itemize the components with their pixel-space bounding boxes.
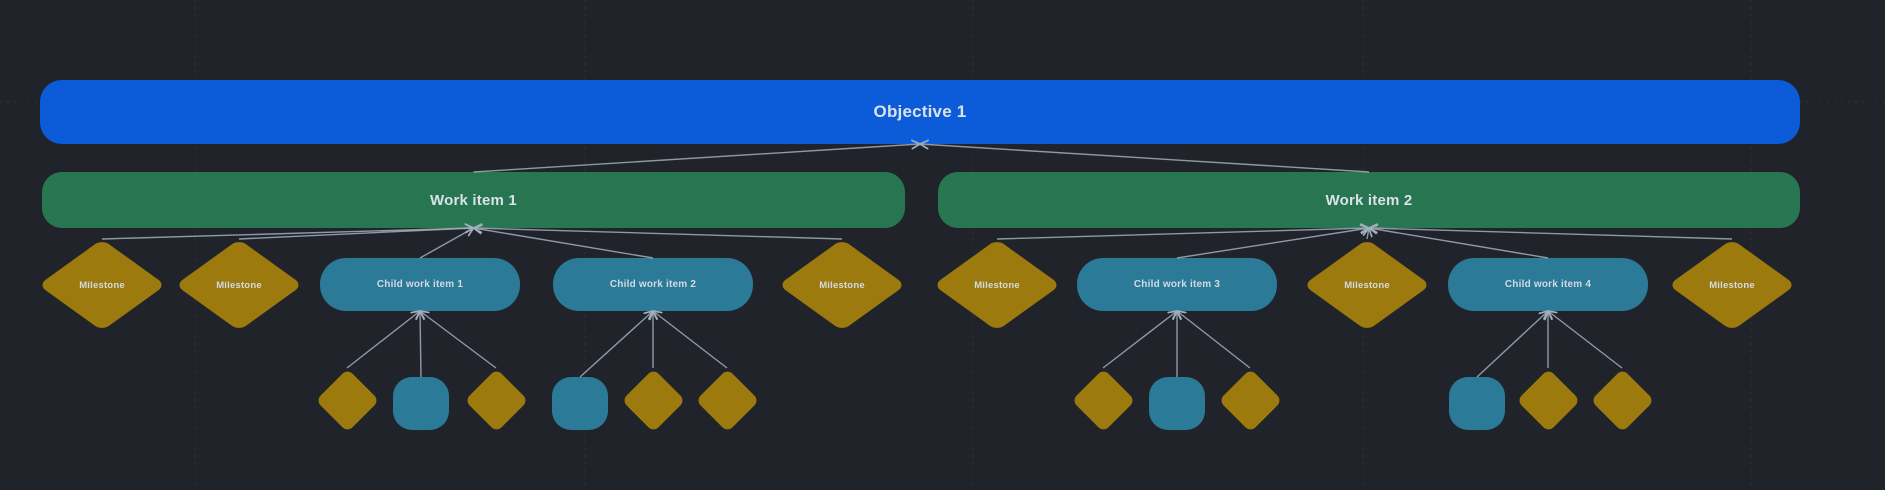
node-task-1[interactable] (315, 368, 379, 432)
node-task-9[interactable] (1218, 368, 1282, 432)
node-label: Milestone (79, 279, 125, 291)
node-task-3[interactable] (464, 368, 528, 432)
node-milestone-2[interactable]: Milestone (175, 239, 303, 331)
node-label: Child work item 1 (376, 279, 464, 290)
node-task-4[interactable] (552, 377, 608, 430)
node-task-2[interactable] (393, 377, 449, 430)
diamond-shape (1516, 368, 1580, 432)
node-child-work-item-1[interactable]: Child work item 1 (320, 258, 520, 311)
node-milestone-1[interactable]: Milestone (38, 239, 166, 331)
diamond-shape (315, 368, 379, 432)
node-label: Milestone (1344, 279, 1390, 291)
node-label: Child work item 4 (1504, 279, 1592, 290)
node-child-work-item-3[interactable]: Child work item 3 (1077, 258, 1277, 311)
node-milestone-3[interactable]: Milestone (778, 239, 906, 331)
diamond-shape (1218, 368, 1282, 432)
node-task-8[interactable] (1149, 377, 1205, 430)
diamond-shape (464, 368, 528, 432)
node-label: Milestone (819, 279, 865, 291)
node-child-work-item-2[interactable]: Child work item 2 (553, 258, 753, 311)
node-task-7[interactable] (1071, 368, 1135, 432)
node-task-12[interactable] (1590, 368, 1654, 432)
node-task-5[interactable] (621, 368, 685, 432)
node-child-work-item-4[interactable]: Child work item 4 (1448, 258, 1648, 311)
node-task-11[interactable] (1516, 368, 1580, 432)
node-milestone-5[interactable]: Milestone (1303, 239, 1431, 331)
node-task-6[interactable] (695, 368, 759, 432)
node-label: Milestone (1709, 279, 1755, 291)
node-work-item-2[interactable]: Work item 2 (938, 172, 1800, 228)
diamond-shape (695, 368, 759, 432)
node-label: Milestone (974, 279, 1020, 291)
node-label: Milestone (216, 279, 262, 291)
diamond-shape (1590, 368, 1654, 432)
node-label: Child work item 2 (609, 279, 697, 290)
node-label: Work item 1 (430, 191, 517, 209)
node-label: Child work item 3 (1133, 279, 1221, 290)
node-milestone-4[interactable]: Milestone (933, 239, 1061, 331)
node-label: Objective 1 (873, 102, 967, 121)
node-task-10[interactable] (1449, 377, 1505, 430)
node-work-item-1[interactable]: Work item 1 (42, 172, 905, 228)
node-milestone-6[interactable]: Milestone (1668, 239, 1796, 331)
diamond-shape (621, 368, 685, 432)
diamond-shape (1071, 368, 1135, 432)
node-objective-1[interactable]: Objective 1 (40, 80, 1800, 144)
node-label: Work item 2 (1325, 191, 1413, 209)
